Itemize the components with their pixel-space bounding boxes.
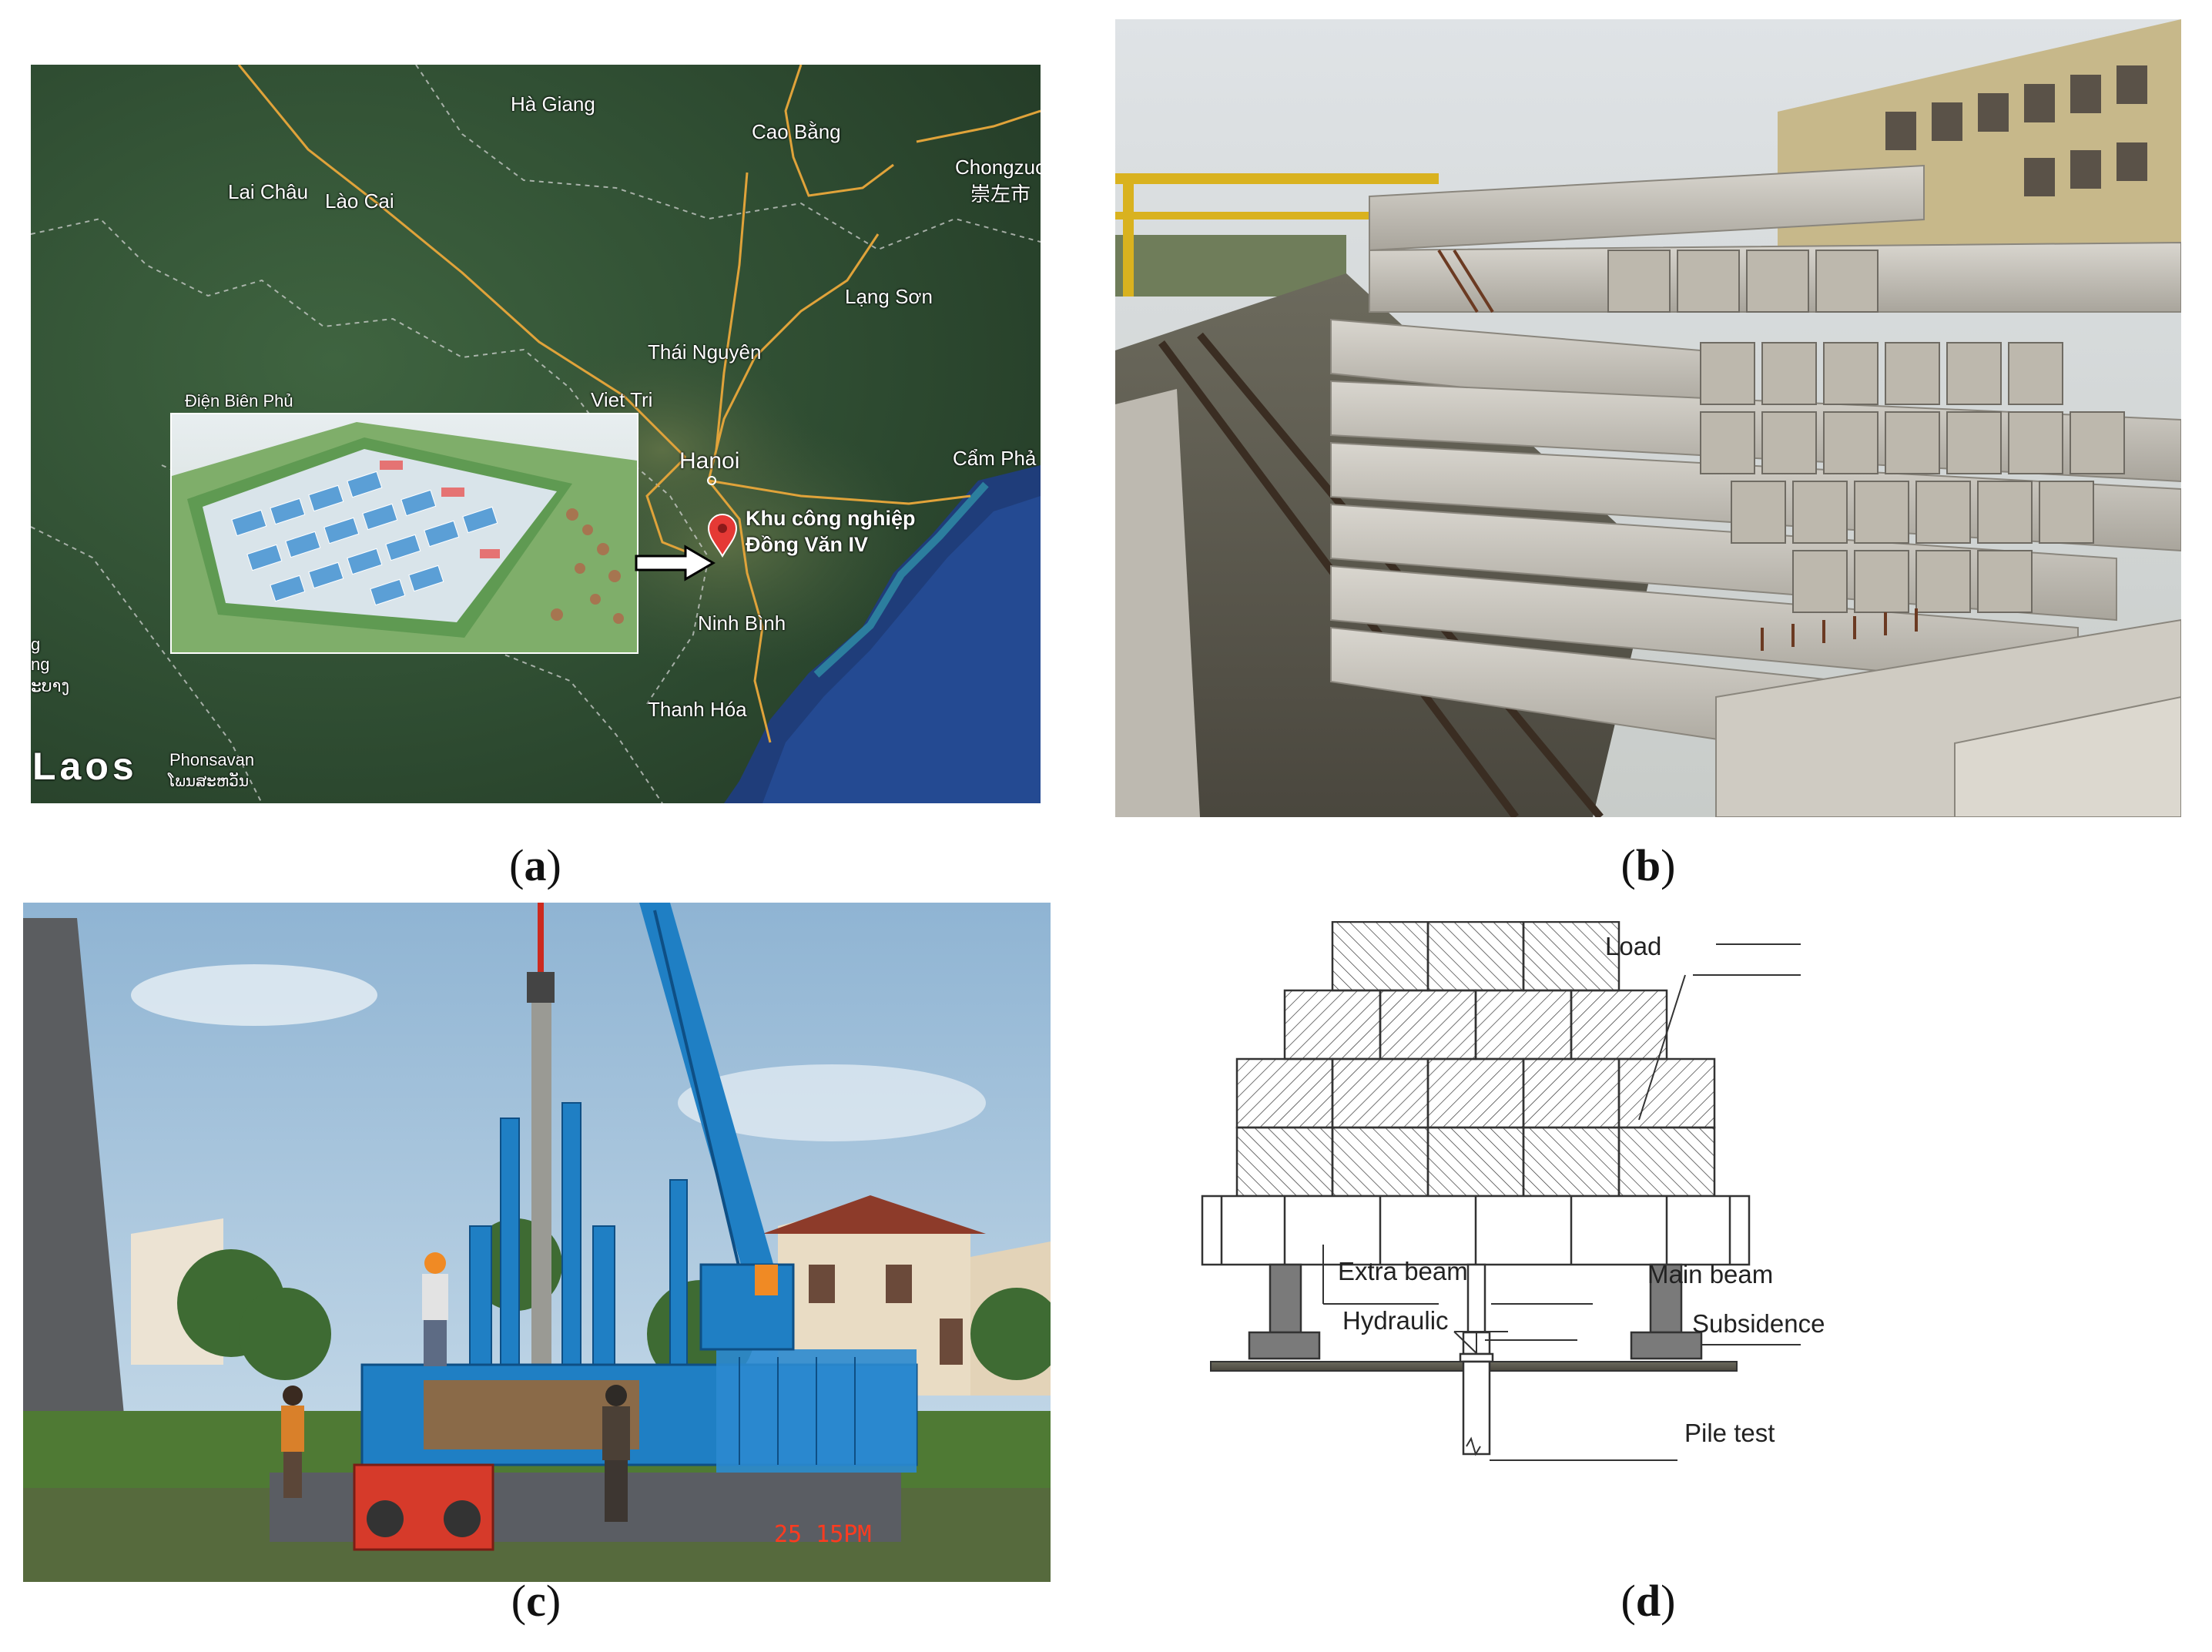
hanoi-dot — [707, 476, 716, 485]
load-blocks — [1235, 921, 1716, 1198]
place-ninh-binh: Ninh Bình — [698, 612, 786, 635]
place-cao-bang: Cao Bằng — [752, 120, 841, 143]
caption-b: (b) — [1620, 840, 1676, 890]
caption-a: (a) — [509, 840, 561, 890]
place-laos: Laos — [32, 745, 138, 788]
place-phonsavan: Phonsavan — [169, 750, 255, 769]
industrial-park-line1: Khu công nghiệp — [746, 507, 916, 530]
place-viet-tri: Viet Tri — [591, 388, 653, 411]
photo-timestamp: 25 15PM — [774, 1521, 872, 1548]
caption-a-letter: a — [524, 840, 547, 890]
industrial-park-label: Khu công nghiệp Đồng Văn IV — [746, 505, 915, 558]
industrial-park-render — [172, 414, 637, 652]
place-thai-nguyen: Thái Nguyên — [648, 340, 762, 364]
edge-label-ng: ng — [31, 655, 50, 674]
place-lang-son: Lạng Sơn — [845, 285, 933, 308]
caption-b-letter: b — [1635, 840, 1661, 890]
caption-c-letter: c — [526, 1576, 546, 1626]
label-subsidence: Subsidence — [1692, 1309, 1825, 1338]
pile-driving-photo: 25 15PM — [23, 903, 1051, 1582]
edge-label-lao: ະບາງ — [31, 676, 70, 695]
industrial-park-inset — [170, 413, 638, 654]
support-blocks — [1248, 1263, 1703, 1360]
place-lai-chau: Lai Châu — [228, 180, 309, 203]
place-ha-giang: Hà Giang — [511, 92, 595, 116]
precast-piles-scene — [1115, 19, 2181, 817]
map-terrain — [31, 65, 1041, 803]
arrow-to-park — [635, 545, 716, 581]
label-hydraulic: Hydraulic — [1342, 1306, 1449, 1335]
pile-driving-scene — [23, 903, 1051, 1582]
label-load: Load — [1605, 932, 1662, 960]
place-thanh-hoa: Thanh Hóa — [648, 698, 747, 721]
label-extra-beam: Extra beam — [1338, 1257, 1468, 1285]
precast-piles-photo — [1115, 19, 2181, 817]
test-pile — [1462, 1360, 1491, 1456]
place-phonsavan-lao: ໂພນສະຫວັນ — [168, 773, 250, 790]
place-dien-bien-phu: Điện Biên Phủ — [185, 391, 293, 410]
load-test-drawing — [1201, 921, 1801, 1461]
place-chongzuo: Chongzuo — [955, 156, 1041, 179]
load-test-diagram: Load Extra beam Main beam Hydraulic Subs… — [1100, 921, 2197, 1568]
caption-d: (d) — [1620, 1576, 1676, 1626]
label-main-beam: Main beam — [1647, 1260, 1774, 1288]
place-hanoi: Hanoi — [679, 448, 740, 474]
map-panel: Hà Giang Cao Bằng Chongzuo 崇左市 Lai Châu … — [31, 65, 1041, 803]
caption-c: (c) — [511, 1576, 561, 1626]
place-lao-cai: Lào Cai — [325, 189, 394, 213]
place-chongzuo-cn: 崇左市 — [970, 183, 1031, 206]
location-pin-icon — [707, 514, 738, 558]
edge-label-g: g — [31, 635, 41, 654]
place-cam-pha: Cẩm Phả — [953, 447, 1037, 470]
industrial-park-line2: Đồng Văn IV — [746, 533, 869, 556]
caption-d-letter: d — [1635, 1576, 1661, 1626]
extra-beam — [1201, 1195, 1751, 1266]
main-beam — [1466, 1263, 1486, 1334]
label-pile-test: Pile test — [1684, 1419, 1775, 1447]
